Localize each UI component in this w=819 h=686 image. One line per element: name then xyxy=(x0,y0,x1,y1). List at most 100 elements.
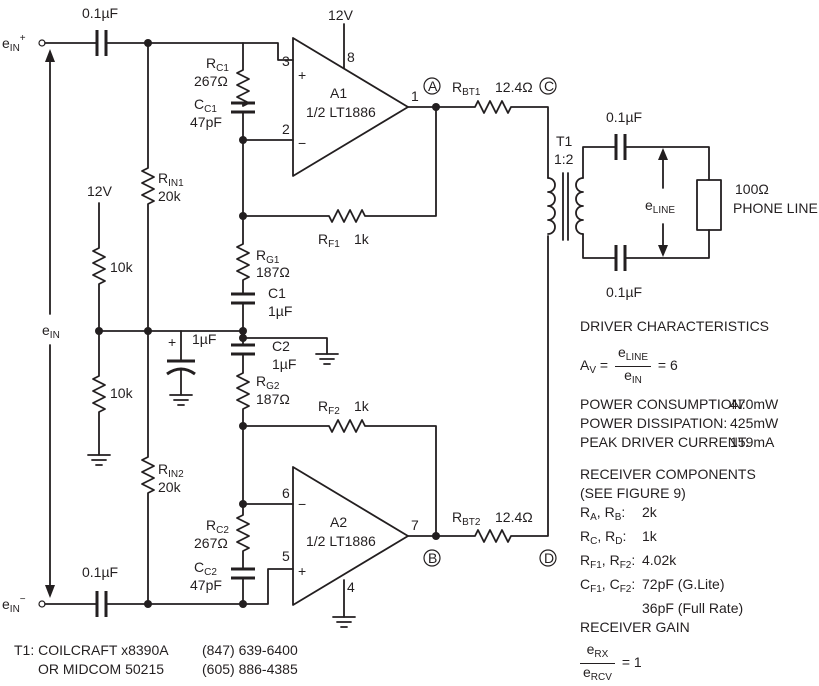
receiver-row: RA, RB: 2k xyxy=(580,503,756,527)
spec-row: PEAK DRIVER CURRENT:159mA xyxy=(580,433,778,452)
receiver-value: 72pF (G.Lite) xyxy=(642,576,725,592)
spec-value: 159mA xyxy=(730,434,775,450)
a2-pin-out: 7 xyxy=(411,517,419,533)
av-fraction: eLINE eIN xyxy=(614,344,652,389)
vendor-part: OR MIDCOM 50215 xyxy=(38,661,165,677)
load-value: 100Ω xyxy=(735,181,769,197)
a1-plus-symbol: + xyxy=(298,67,306,83)
a2-minus-symbol: − xyxy=(298,496,306,512)
receiver-gain-equation: eRX eRCV = 1 xyxy=(580,641,756,686)
receiver-note: (SEE FIGURE 9) xyxy=(580,485,686,501)
input-top-rail xyxy=(38,30,294,61)
a2-name: A2 xyxy=(330,514,347,530)
receiver-label: RC, RD: xyxy=(580,528,627,547)
driver-characteristics: DRIVER CHARACTERISTICS AV = eLINE eIN = … xyxy=(580,317,778,452)
node-d-label: D xyxy=(544,550,554,566)
vendor-row: OR MIDCOM 50215 (605) 886-4385 xyxy=(14,660,298,679)
node-c-label: C xyxy=(544,78,554,94)
c2-label: C2 xyxy=(272,338,290,354)
receiver-heading: RECEIVER COMPONENTS xyxy=(580,466,756,482)
rin1-label: RIN1 xyxy=(158,170,184,189)
vendor-part: T1: COILCRAFT x8390A xyxy=(14,642,169,658)
rbt2-label: RBT2 xyxy=(452,509,481,528)
spec-label: POWER CONSUMPTION: xyxy=(580,396,746,412)
spec-value: 425mW xyxy=(730,415,779,431)
rin2-label: RIN2 xyxy=(158,461,184,480)
input-bottom-rail xyxy=(38,568,294,617)
cc1-label: CC1 xyxy=(194,96,217,115)
av-numerator: eLINE xyxy=(614,344,652,367)
transformer-t1 xyxy=(547,134,722,271)
rg2-value: 187Ω xyxy=(256,391,290,407)
a2-plus-symbol: + xyxy=(298,563,306,579)
rf1-label: RF1 xyxy=(318,231,340,250)
opamp-a2 xyxy=(242,235,549,628)
rc1-value: 267Ω xyxy=(194,73,228,89)
rc2-value: 267Ω xyxy=(194,535,228,551)
receiver-components: RECEIVER COMPONENTS (SEE FIGURE 9) RA, R… xyxy=(580,465,756,686)
a1-minus-symbol: − xyxy=(298,135,306,151)
a1-part: 1/2 LT1886 xyxy=(306,104,376,120)
rc2-label: RC2 xyxy=(206,517,229,536)
rbt2-value: 12.4Ω xyxy=(495,509,533,525)
receiver-value: 1k xyxy=(642,528,657,544)
av-result: = 6 xyxy=(657,357,678,374)
receiver-value: 2k xyxy=(642,504,657,520)
bypass-value: 1µF xyxy=(192,331,216,347)
rf2-label: RF2 xyxy=(318,398,340,417)
gain-numerator: eRX xyxy=(580,641,615,664)
divider-top-value: 10k xyxy=(110,259,134,275)
rbt1-value: 12.4Ω xyxy=(495,79,533,95)
a1-pin-out: 1 xyxy=(411,88,419,104)
spec-row: POWER CONSUMPTION:470mW xyxy=(580,395,778,414)
a1-name: A1 xyxy=(330,85,347,101)
driver-heading: DRIVER CHARACTERISTICS xyxy=(580,318,770,334)
gain-fraction: eRX eRCV xyxy=(580,641,615,686)
divider-bot-value: 10k xyxy=(110,385,134,401)
ein-neg-label: eIN− xyxy=(2,594,26,615)
c-in-bot-value: 0.1µF xyxy=(82,564,118,580)
c1-value: 1µF xyxy=(268,303,292,319)
receiver-row: RF1, RF2: 4.02k xyxy=(580,551,756,575)
receiver-label: CF1, CF2: xyxy=(580,576,636,595)
rin-divider xyxy=(141,42,155,605)
a2-part: 1/2 LT1886 xyxy=(306,533,376,549)
rf2-value: 1k xyxy=(354,398,370,414)
receiver-value: 4.02k xyxy=(642,552,677,568)
spec-row: POWER DISSIPATION:425mW xyxy=(580,414,778,433)
ein-label: eIN xyxy=(42,322,60,341)
node-markers xyxy=(423,77,557,567)
vendor-row: T1: COILCRAFT x8390A (847) 639-6400 xyxy=(14,641,298,660)
rg1-label: RG1 xyxy=(256,247,280,266)
center-ladder xyxy=(231,42,339,605)
a1-pin-minus: 2 xyxy=(282,121,290,137)
spec-value: 470mW xyxy=(730,396,779,412)
rin1-value: 20k xyxy=(158,188,182,204)
a1-pin-vcc: 8 xyxy=(347,49,355,65)
node-b-label: B xyxy=(428,550,437,566)
t1-label: T1 xyxy=(556,133,573,149)
bypass-plus: + xyxy=(168,334,176,350)
spec-label: PEAK DRIVER CURRENT: xyxy=(580,434,749,450)
opamp-a1 xyxy=(242,23,549,223)
rg2-label: RG2 xyxy=(256,373,280,392)
eline-label: eLINE xyxy=(645,197,675,216)
c-line-bot-value: 0.1µF xyxy=(606,284,642,300)
vendor-phone: (847) 639-6400 xyxy=(202,642,298,658)
supply-12v-left: 12V xyxy=(87,183,113,199)
ein-pos-label: eIN+ xyxy=(2,33,26,54)
receiver-gain-heading: RECEIVER GAIN xyxy=(580,619,690,635)
bypass-capacitor xyxy=(166,330,196,406)
a2-pin-minus: 6 xyxy=(282,485,290,501)
av-symbol: AV xyxy=(580,357,597,377)
node-a-label: A xyxy=(428,78,438,94)
a2-pin-gnd: 4 xyxy=(347,579,355,595)
cc1-value: 47pF xyxy=(190,114,222,130)
vendor-phone: (605) 886-4385 xyxy=(202,661,298,677)
c-line-top-value: 0.1µF xyxy=(606,109,642,125)
gain-result: = 1 xyxy=(621,654,642,671)
receiver-label: RA, RB: xyxy=(580,504,626,523)
receiver-label: RF1, RF2: xyxy=(580,552,636,571)
receiver-row: RC, RD: 1k xyxy=(580,527,756,551)
